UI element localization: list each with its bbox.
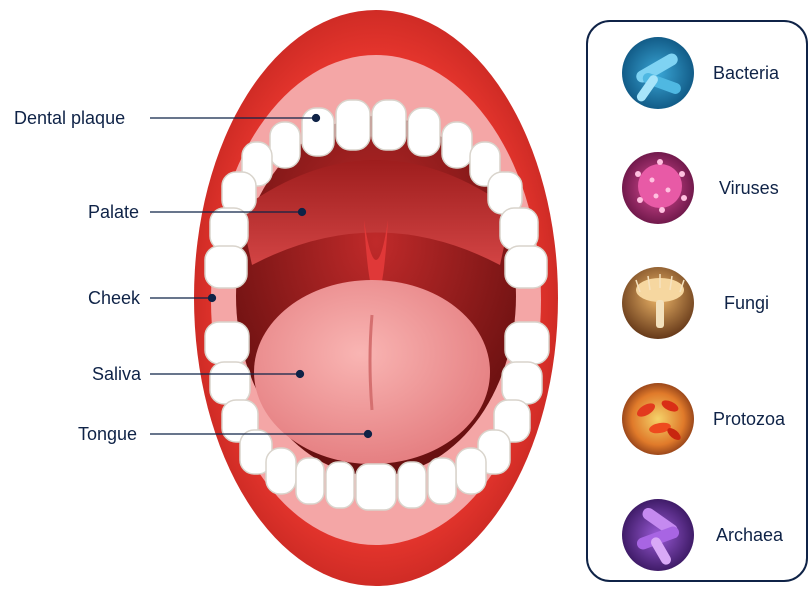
label-viruses: Viruses bbox=[719, 178, 779, 198]
label-protozoa: Protozoa bbox=[713, 409, 785, 429]
label-fungi: Fungi bbox=[724, 293, 769, 313]
archaea-icon bbox=[622, 499, 694, 571]
bacteria-icon bbox=[622, 37, 694, 109]
label-archaea: Archaea bbox=[716, 525, 783, 545]
label-bacteria: Bacteria bbox=[713, 63, 779, 83]
protozoa-icon bbox=[622, 383, 694, 455]
virus-icon bbox=[622, 152, 694, 224]
fungi-icon bbox=[622, 267, 694, 339]
